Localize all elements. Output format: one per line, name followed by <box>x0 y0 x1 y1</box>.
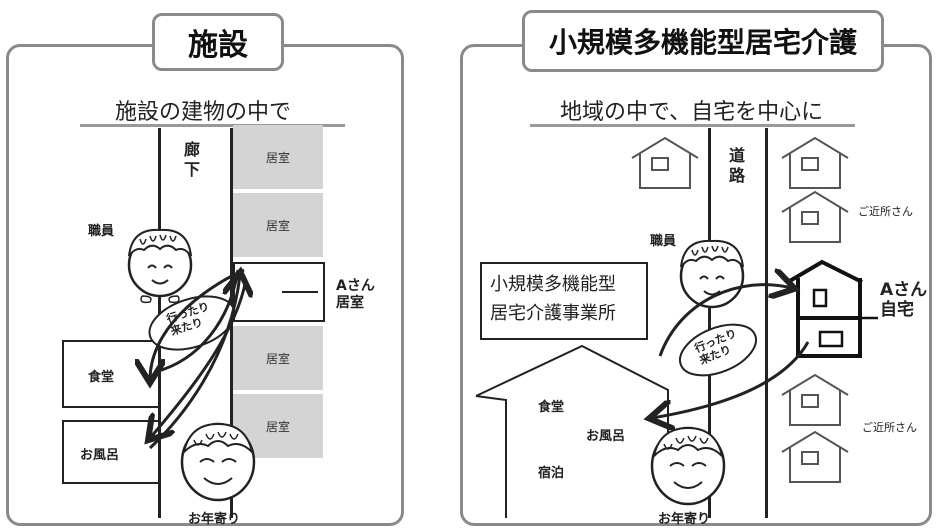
room-4: 居室 <box>233 394 323 458</box>
staff-face-left <box>127 228 193 304</box>
arrow-home-to-facility <box>652 341 810 418</box>
facility-building-outline <box>475 344 669 518</box>
corridor-label: 廊 下 <box>184 140 201 179</box>
a-room-label: Aさん 居室 <box>336 278 375 311</box>
facility-subtitle: 施設の建物の中で <box>115 100 292 125</box>
back-forth-bubble-right <box>679 323 757 377</box>
arrow-dining-to-room <box>154 269 240 374</box>
staff-label-right: 職員 <box>650 234 677 249</box>
neighbor-house-icon <box>781 430 849 483</box>
arrow-room-to-bath <box>150 279 248 438</box>
neighbor-label-top: ご近所さん <box>858 205 913 218</box>
arrow-bath-to-room <box>148 275 240 450</box>
room-2: 居室 <box>233 193 323 257</box>
bath-room <box>62 420 160 484</box>
road-left <box>708 128 711 518</box>
facility-title: 施設 <box>152 13 284 71</box>
bath-label-right: お風呂 <box>586 429 626 444</box>
small-scale-subtitle-underline <box>530 124 855 127</box>
stay-label: 宿泊 <box>538 466 565 481</box>
dining-label: 食堂 <box>88 370 115 385</box>
elder-face-right <box>650 426 726 506</box>
elder-label-right: お年寄り <box>658 512 711 527</box>
room-3: 居室 <box>233 326 323 390</box>
road-label: 道 路 <box>729 146 746 185</box>
dining-label-right: 食堂 <box>538 400 565 415</box>
road-right <box>765 128 768 518</box>
neighbor-house-icon <box>781 373 849 426</box>
small-scale-subtitle: 地域の中で、自宅を中心に <box>560 100 824 125</box>
house-icon <box>631 136 699 189</box>
neighbor-house-icon <box>781 190 849 243</box>
neighbor-house-icon <box>781 136 849 189</box>
arrow-office-to-home <box>658 285 792 357</box>
facility-subtitle-underline <box>80 124 345 127</box>
bath-label: お風呂 <box>80 448 120 463</box>
office-label: 小規模多機能型 居宅介護事業所 <box>490 274 616 324</box>
a-home-icon <box>786 259 863 358</box>
a-home-label: Aさん 自宅 <box>880 280 928 320</box>
elder-label-left: お年寄り <box>188 512 241 527</box>
staff-label-left: 職員 <box>88 224 115 239</box>
elder-face-left <box>180 422 256 502</box>
room-1: 居室 <box>233 125 323 189</box>
office-box <box>480 262 648 340</box>
neighbor-label-bottom: ご近所さん <box>862 421 917 434</box>
small-scale-title: 小規模多機能型居宅介護 <box>522 10 884 72</box>
